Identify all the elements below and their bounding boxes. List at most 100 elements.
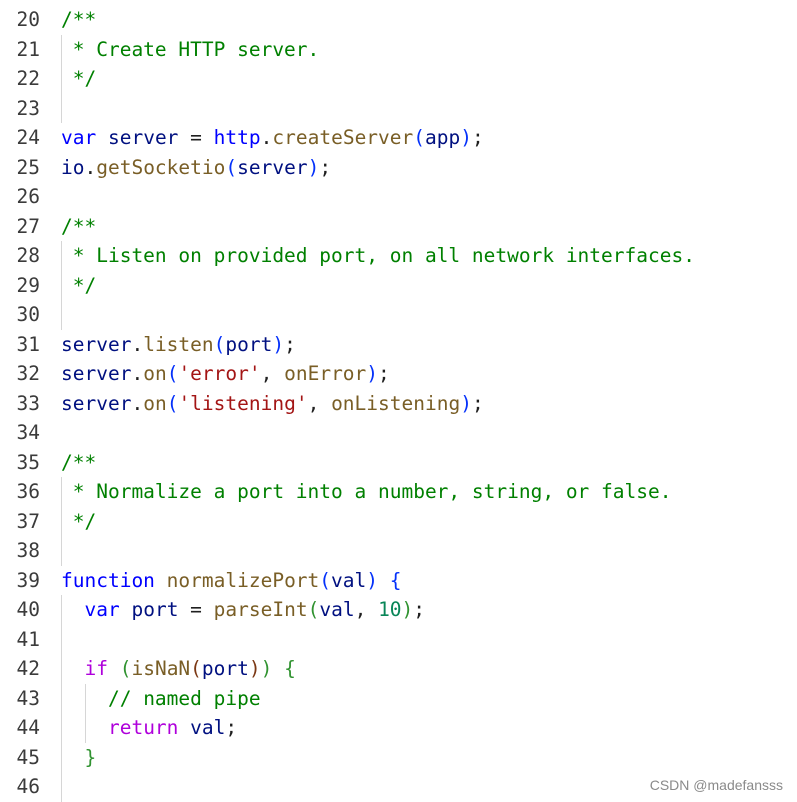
line-number: 35: [16, 450, 40, 474]
code-text: return val;: [61, 713, 237, 743]
code-line: 34: [0, 418, 797, 448]
code-text: * Listen on provided port, on all networ…: [61, 241, 695, 271]
code-token: onListening: [331, 391, 461, 415]
code-token: [120, 598, 132, 621]
code-token: (: [225, 155, 238, 179]
code-token: server: [61, 391, 132, 415]
code-token: if: [84, 657, 108, 680]
code-token: .: [84, 155, 97, 179]
code-token: =: [178, 126, 214, 149]
code-token: io: [61, 155, 85, 179]
indent-guide: [61, 683, 62, 713]
code-line: 22 */: [0, 64, 797, 94]
line-number: 30: [16, 303, 40, 326]
code-token: function: [61, 568, 155, 592]
code-token: [272, 657, 284, 680]
code-token: val: [331, 568, 367, 592]
code-text: * Create HTTP server.: [61, 35, 320, 65]
code-token: }: [84, 745, 97, 769]
code-text: var server = http.createServer(app);: [61, 123, 484, 153]
code-token: var: [61, 126, 97, 149]
code-text: server.on('listening', onListening);: [61, 389, 484, 419]
code-token: http: [213, 126, 261, 149]
line-number: 45: [16, 745, 40, 769]
code-token: ): [366, 362, 379, 385]
code-token: (: [190, 657, 202, 680]
line-number: 24: [16, 126, 40, 149]
code-token: /**: [61, 450, 97, 474]
code-editor[interactable]: 20 /** 21 * Create HTTP server.22 */23 24 va…: [0, 5, 797, 802]
code-line: 26: [0, 182, 797, 212]
code-text: io.getSocketio(server);: [61, 153, 331, 183]
code-text: function normalizePort(val) {: [61, 566, 402, 596]
code-token: [178, 716, 190, 739]
code-token: ): [248, 657, 261, 680]
code-token: val: [190, 716, 226, 739]
code-token: onError: [284, 362, 367, 385]
code-token: port: [225, 332, 273, 356]
indent-guide: [61, 64, 62, 94]
code-token: server: [61, 362, 132, 385]
code-token: on: [143, 362, 167, 385]
code-token: (: [413, 126, 426, 149]
line-number: 44: [16, 716, 40, 739]
code-text: /**: [61, 212, 96, 242]
code-token: ;: [225, 716, 238, 739]
code-token: normalizePort: [166, 568, 320, 592]
code-line: 33 server.on('listening', onListening);: [0, 389, 797, 419]
code-token: .: [131, 391, 144, 415]
code-token: [61, 598, 84, 621]
code-token: [61, 746, 84, 769]
indent-guide: [61, 772, 62, 802]
indent-guide: [61, 300, 62, 330]
code-token: .: [260, 126, 273, 149]
line-number: 41: [16, 627, 40, 651]
line-number: 36: [16, 480, 40, 503]
line-number: 20: [16, 8, 40, 31]
indent-guide: [84, 683, 86, 713]
code-token: .: [131, 332, 144, 356]
code-token: // named pipe: [107, 686, 261, 710]
code-line: 21 * Create HTTP server.: [0, 34, 797, 65]
code-token: * Normalize a port into a number, string…: [61, 480, 672, 503]
code-token: getSocketio: [96, 155, 226, 179]
code-token: return: [107, 716, 179, 739]
code-token: [61, 716, 108, 739]
indent-guide: [61, 506, 62, 536]
code-line: 37 */: [0, 506, 797, 536]
code-line: 42 if (isNaN(port)) {: [0, 654, 797, 684]
code-token: * Listen on provided port, on all networ…: [61, 244, 695, 267]
indent-guide: [61, 713, 62, 743]
code-token: (: [119, 657, 132, 680]
line-number: 23: [16, 96, 40, 120]
line-number: 40: [16, 598, 40, 621]
code-line: 35 /**: [0, 448, 797, 478]
code-token: (: [213, 332, 226, 356]
watermark-text: CSDN @madefansss: [649, 777, 783, 793]
code-token: 'listening': [178, 391, 308, 415]
code-token: server: [107, 126, 179, 149]
code-line: 44 return val;: [0, 713, 797, 743]
code-token: on: [143, 391, 167, 415]
code-token: [96, 126, 108, 149]
code-token: ;: [319, 155, 332, 179]
line-number: 31: [16, 332, 40, 356]
code-token: ): [460, 126, 473, 149]
line-number: 43: [16, 686, 40, 710]
code-token: ): [401, 598, 414, 621]
code-token: ): [366, 568, 379, 592]
code-token: ,: [260, 362, 285, 385]
line-number: 33: [16, 391, 40, 415]
code-token: ): [260, 657, 273, 680]
code-line: 36 * Normalize a port into a number, str…: [0, 477, 797, 507]
line-number: 38: [16, 539, 40, 562]
code-text: * Normalize a port into a number, string…: [61, 477, 672, 507]
code-token: server: [237, 155, 308, 179]
code-token: [108, 657, 120, 680]
code-token: ): [307, 155, 320, 179]
code-token: [378, 569, 390, 592]
code-token: val: [319, 598, 355, 621]
code-token: server: [61, 332, 132, 356]
